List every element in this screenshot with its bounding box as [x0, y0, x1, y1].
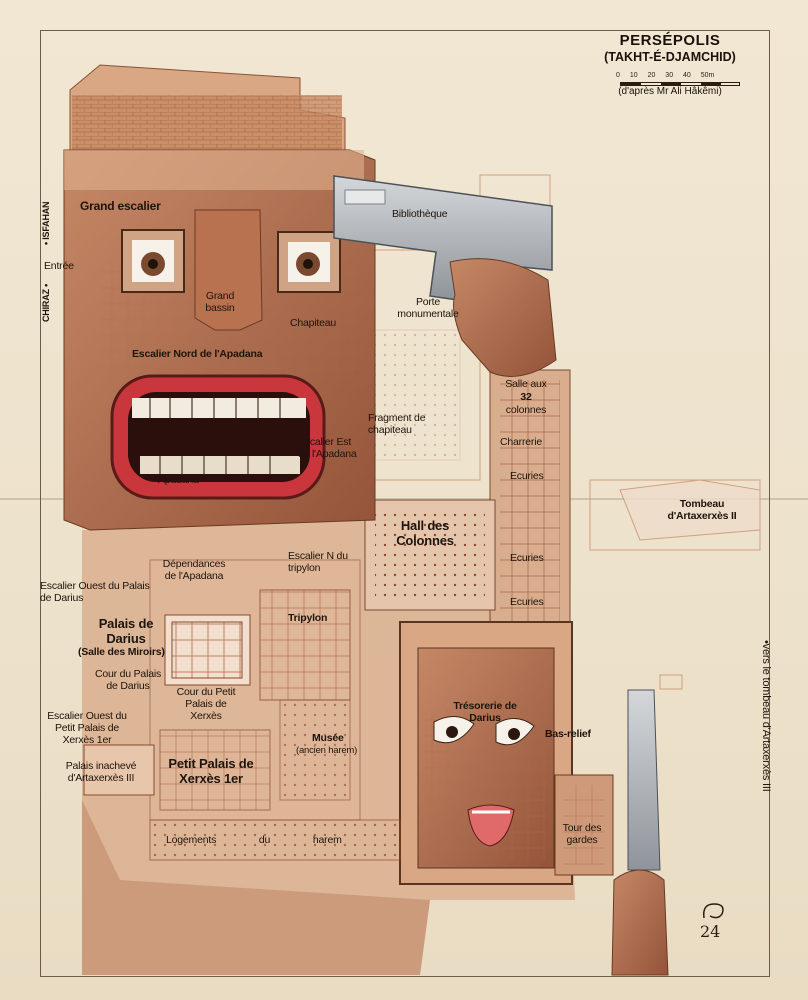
label-escalier-ouest-xerxes: Escalier Ouest du Petit Palais de Xerxès…	[47, 710, 127, 746]
map-title-block: PERSÉPOLIS (TAKHT-É-DJAMCHID) (d'après M…	[580, 32, 760, 97]
label-palais-darius: Palais de Darius	[98, 616, 154, 646]
label-cour-petit-palais: Cour du Petit Palais de Xerxès	[176, 686, 236, 722]
label-tour-des-gardes: Tour des gardes	[562, 822, 602, 846]
label-grand-escalier: Grand escalier	[80, 199, 161, 213]
label-dependances-apadana: Dépendances de l'Apadana	[162, 558, 226, 582]
label-salle-32: 32	[520, 391, 532, 403]
scale-ticks: 0 10 20 30 40 50m	[616, 72, 715, 79]
label-escalier-nord: Escalier Nord de l'Apadana	[132, 348, 263, 360]
signature-number: 24	[700, 922, 721, 941]
signature-mark-icon	[702, 903, 724, 919]
label-charrerie: Charrerie	[500, 436, 542, 448]
label-petit-palais-xerxes: Petit Palais de Xerxès 1er	[168, 756, 254, 786]
isfahan-label: • ISFAHAN	[41, 201, 51, 245]
artist-signature: 24	[700, 900, 730, 941]
nose-shape	[194, 209, 263, 331]
label-fragment-chapiteau: Fragment de chapiteau	[368, 412, 426, 436]
treasury-face	[399, 621, 573, 885]
label-cour-palais-darius: Cour du Palais de Darius	[94, 668, 162, 692]
label-tresorerie-darius: Trésorerie de Darius	[453, 700, 517, 724]
scale-bar: 0 10 20 30 40 50m	[616, 72, 740, 86]
label-apadana: Apadana	[158, 474, 199, 486]
label-musee: Musée	[312, 732, 344, 744]
map-subtitle: (TAKHT-É-DJAMCHID)	[604, 50, 736, 64]
label-logements-harem: Logements du harem	[166, 834, 342, 846]
label-bas-relief: Bas-relief	[545, 728, 591, 740]
label-salle-miroirs: (Salle des Miroirs)	[78, 646, 165, 658]
label-escalier-ouest-darius: Escalier Ouest du Palais de Darius	[40, 580, 150, 604]
chiraz-label: CHIRAZ •	[41, 283, 51, 322]
open-mouth	[110, 374, 326, 500]
label-hall-des-colonnes: Hall des Colonnes	[396, 518, 454, 548]
hand-gun	[449, 258, 557, 377]
label-tripylon: Tripylon	[288, 612, 328, 624]
label-bibliotheque: Bibliothèque	[392, 208, 448, 220]
label-ecuries-1: Ecuries	[510, 470, 544, 482]
guard-tower	[554, 774, 614, 876]
label-salle-colonnes: colonnes	[505, 404, 547, 416]
right-eye	[277, 231, 341, 293]
left-eye	[121, 229, 185, 293]
label-ancien-harem: (ancien harem)	[296, 745, 358, 756]
label-salle-aux: Salle aux	[505, 378, 547, 390]
label-grand-bassin: Grand bassin	[205, 290, 235, 314]
label-entree: Entrée	[44, 260, 74, 272]
label-ecuries-3: Ecuries	[510, 596, 544, 608]
map-credit: (d'après Mr Ali Hâkêmi)	[618, 86, 722, 97]
knife	[611, 689, 669, 976]
label-chapiteau: Chapiteau	[290, 317, 337, 329]
map-frame	[40, 30, 770, 977]
label-palais-inacheve: Palais inachevé d'Artaxerxès III	[65, 760, 137, 784]
label-tombeau-artaxerxes-ii: Tombeau d'Artaxerxès II	[667, 498, 737, 522]
palace-rooms	[83, 559, 401, 861]
label-porte-monumentale: Porte monumentale	[397, 296, 459, 320]
plan-lines	[359, 174, 761, 690]
right-complex	[364, 369, 571, 641]
label-escalier-est: Escalier Est de l'Apadana	[298, 436, 357, 460]
paper-fold	[0, 498, 808, 500]
map-title: PERSÉPOLIS	[619, 32, 721, 49]
tomb-direction-note: •vers le tombeau d'Artaxerxès III	[760, 640, 772, 792]
label-ecuries-2: Ecuries	[510, 552, 544, 564]
label-escalier-n-tripylon: Escalier N du tripylon	[288, 550, 348, 574]
scale-graphic	[620, 82, 740, 86]
